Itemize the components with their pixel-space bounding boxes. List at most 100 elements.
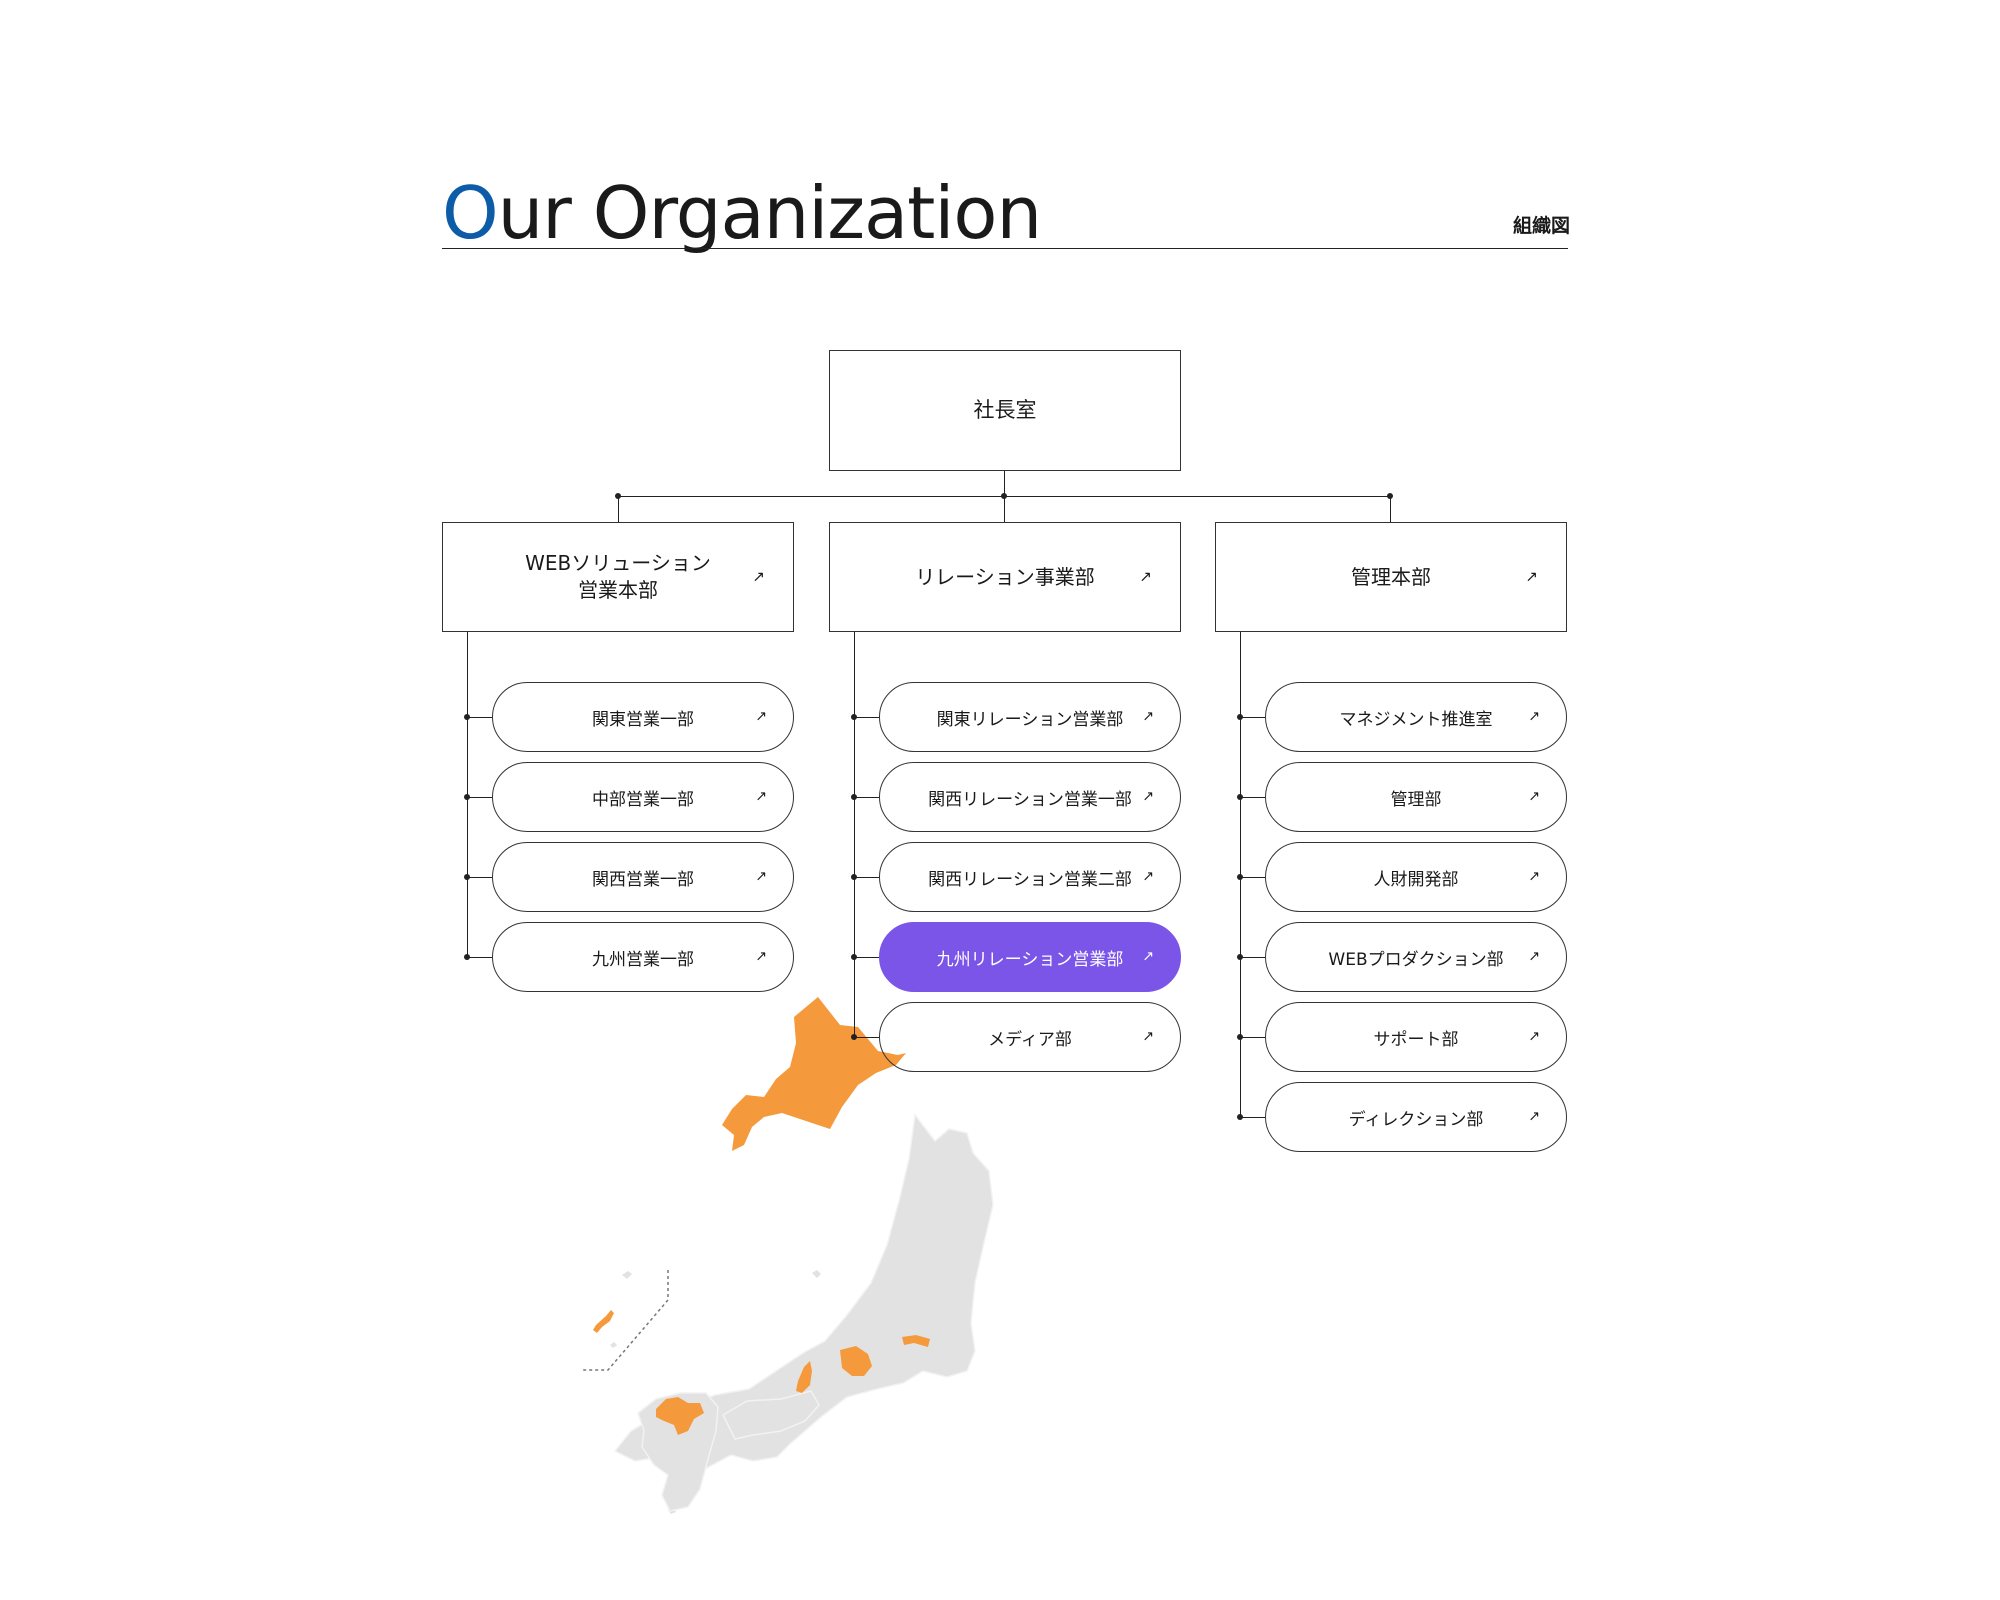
arrow-up-right-icon: ↗ xyxy=(1142,1028,1154,1045)
arrow-up-right-icon: ↗ xyxy=(1142,948,1154,965)
connector-dot xyxy=(851,794,857,800)
branch-line xyxy=(854,632,855,1038)
connector-dot xyxy=(851,874,857,880)
honshu-region xyxy=(613,1113,994,1472)
aichi-region xyxy=(840,1346,872,1376)
sub-label: 関東営業一部 xyxy=(592,709,694,730)
dept-management-button[interactable]: 管理本部 ↗ xyxy=(1215,522,1567,632)
osaka-region xyxy=(796,1361,812,1393)
branch-tick xyxy=(1240,797,1265,798)
connector-dot xyxy=(1237,954,1243,960)
arrow-up-right-icon: ↗ xyxy=(1139,567,1152,586)
dept-label: リレーション事業部 xyxy=(915,564,1095,589)
branch-tick xyxy=(854,877,879,878)
connector-dot xyxy=(851,954,857,960)
sub-kanto-relation-sales-button[interactable]: 関東リレーション営業部 ↗ xyxy=(879,682,1181,752)
sub-label: 関西リレーション営業一部 xyxy=(928,789,1132,810)
branch-tick xyxy=(1240,717,1265,718)
sub-label: 人財開発部 xyxy=(1373,869,1459,890)
tokyo-region xyxy=(902,1335,930,1347)
sub-chubu-sales-1-button[interactable]: 中部営業一部 ↗ xyxy=(492,762,794,832)
connector-dot xyxy=(464,874,470,880)
branch-tick xyxy=(467,877,492,878)
arrow-up-right-icon: ↗ xyxy=(1528,868,1540,885)
arrow-up-right-icon: ↗ xyxy=(752,567,765,586)
arrow-up-right-icon: ↗ xyxy=(1528,948,1540,965)
arrow-up-right-icon: ↗ xyxy=(755,948,767,965)
sub-label: サポート部 xyxy=(1373,1029,1459,1050)
okinawa-region xyxy=(593,1310,614,1333)
branch-tick xyxy=(854,717,879,718)
branch-tick xyxy=(1240,877,1265,878)
title-divider xyxy=(442,248,1568,249)
sub-label: 関東リレーション営業部 xyxy=(936,709,1124,730)
sub-label: 九州営業一部 xyxy=(592,949,694,970)
connector-dot xyxy=(1237,874,1243,880)
kyushu-region xyxy=(637,1392,719,1512)
branch-tick xyxy=(467,717,492,718)
dept-label-line1: WEBソリューション xyxy=(525,551,711,575)
sub-kanto-sales-1-button[interactable]: 関東営業一部↗ xyxy=(492,682,794,752)
island-shape xyxy=(812,1270,821,1278)
connector-left-down xyxy=(618,496,619,522)
dept-web-solution-button[interactable]: WEBソリューション 営業本部 ↗ xyxy=(442,522,794,632)
sub-label: 中部営業一部 xyxy=(592,789,694,810)
connector-dot xyxy=(851,714,857,720)
sub-label: 管理部 xyxy=(1390,789,1442,810)
connector-dot xyxy=(1237,794,1243,800)
okinawa-inset-divider xyxy=(582,1270,669,1371)
sub-label: WEBプロダクション部 xyxy=(1328,949,1504,970)
japan-map xyxy=(582,997,994,1514)
sub-label: マネジメント推進室 xyxy=(1339,709,1493,730)
branch-tick xyxy=(1240,957,1265,958)
title-accent-letter: O xyxy=(442,171,499,255)
arrow-up-right-icon: ↗ xyxy=(1528,788,1540,805)
branch-tick xyxy=(1240,1117,1265,1118)
sub-management-promotion-button[interactable]: マネジメント推進室 ↗ xyxy=(1265,682,1567,752)
dept-label-line2: 営業本部 xyxy=(577,578,658,602)
branch-tick xyxy=(467,957,492,958)
sub-label: 関西リレーション営業二部 xyxy=(928,869,1132,890)
fukuoka-region xyxy=(656,1397,704,1435)
sub-kansai-relation-sales-1-button[interactable]: 関西リレーション営業一部 ↗ xyxy=(879,762,1181,832)
page-subtitle: 組織図 xyxy=(1512,215,1570,237)
arrow-up-right-icon: ↗ xyxy=(1525,567,1538,586)
connector-dot xyxy=(1387,493,1393,499)
sub-administration-button[interactable]: 管理部 ↗ xyxy=(1265,762,1567,832)
sub-kyushu-relation-sales-button[interactable]: 九州リレーション営業部↗ xyxy=(879,922,1181,992)
sub-label: メディア部 xyxy=(988,1029,1072,1050)
sub-direction-button[interactable]: ディレクション部↗ xyxy=(1265,1082,1567,1152)
connector-dot xyxy=(1237,714,1243,720)
dept-relation-button[interactable]: リレーション事業部 ↗ xyxy=(829,522,1181,632)
page-title: Our Organization xyxy=(442,168,1042,258)
connector-dot xyxy=(464,714,470,720)
connector-dot xyxy=(464,954,470,960)
arrow-up-right-icon: ↗ xyxy=(1528,708,1540,725)
title-rest: ur Organization xyxy=(497,171,1042,255)
connector-dot xyxy=(615,493,621,499)
sub-talent-development-button[interactable]: 人財開発部 ↗ xyxy=(1265,842,1567,912)
sub-kyushu-sales-1-button[interactable]: 九州営業一部 ↗ xyxy=(492,922,794,992)
arrow-up-right-icon: ↗ xyxy=(1142,788,1154,805)
arrow-up-right-icon: ↗ xyxy=(755,788,767,805)
connector-dot xyxy=(1001,493,1007,499)
hokkaido-region xyxy=(722,997,906,1151)
sub-kansai-relation-sales-2-button[interactable]: 関西リレーション営業二部 ↗ xyxy=(879,842,1181,912)
sub-support-button[interactable]: サポート部↗ xyxy=(1265,1002,1567,1072)
sub-kansai-sales-1-button[interactable]: 関西営業一部↗ xyxy=(492,842,794,912)
sub-media-button[interactable]: メディア部 ↗ xyxy=(879,1002,1181,1072)
ceo-office-box: 社長室 xyxy=(829,350,1181,471)
sub-web-production-button[interactable]: WEBプロダクション部 ↗ xyxy=(1265,922,1567,992)
connector-dot xyxy=(851,1034,857,1040)
sub-label: ディレクション部 xyxy=(1348,1109,1484,1130)
ceo-office-label: 社長室 xyxy=(973,398,1037,422)
branch-tick xyxy=(467,797,492,798)
dept-label: 管理本部 xyxy=(1351,564,1431,589)
connector-dot xyxy=(464,794,470,800)
arrow-up-right-icon: ↗ xyxy=(1142,708,1154,725)
connector-dot xyxy=(1237,1034,1243,1040)
connector-dot xyxy=(1237,1114,1243,1120)
arrow-up-right-icon: ↗ xyxy=(1142,868,1154,885)
island-shape xyxy=(610,1342,617,1348)
branch-tick xyxy=(854,797,879,798)
